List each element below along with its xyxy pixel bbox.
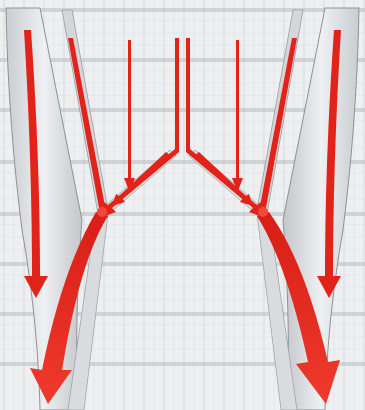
load-node-left <box>97 207 107 217</box>
floor-band <box>0 8 365 12</box>
floor-band <box>0 58 365 62</box>
load-node-right <box>258 207 268 217</box>
